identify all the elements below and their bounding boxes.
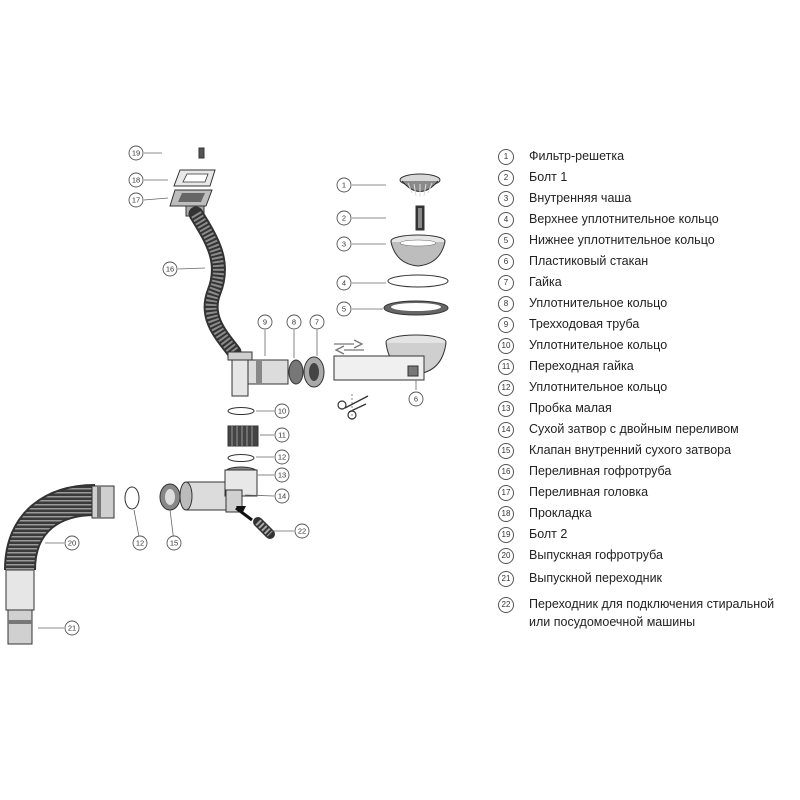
callout-18: 18 xyxy=(128,172,144,188)
strainer-bolt xyxy=(415,205,425,231)
svg-text:10: 10 xyxy=(278,407,286,416)
svg-text:11: 11 xyxy=(278,431,286,440)
dry-trap-body xyxy=(179,469,258,513)
svg-text:9: 9 xyxy=(263,318,267,327)
inner-bowl xyxy=(390,234,446,267)
callout-20: 20 xyxy=(64,535,80,551)
plastic-cup xyxy=(333,334,447,381)
overflow-corrugated-hose xyxy=(188,206,242,360)
three-way-pipe xyxy=(227,351,289,397)
svg-text:20: 20 xyxy=(68,539,76,548)
leader-lines xyxy=(38,152,417,629)
svg-text:12: 12 xyxy=(278,453,286,462)
callout-13: 13 xyxy=(274,467,290,483)
svg-text:13: 13 xyxy=(278,471,286,480)
callout-12-left: 12 xyxy=(132,535,148,551)
svg-text:19: 19 xyxy=(132,149,140,158)
svg-text:3: 3 xyxy=(342,240,346,249)
callout-15: 15 xyxy=(166,535,182,551)
callout-21: 21 xyxy=(64,620,80,636)
svg-text:8: 8 xyxy=(292,318,296,327)
callout-7: 7 xyxy=(309,314,325,330)
center-seal-ring-bottom xyxy=(227,454,255,462)
callout-2: 2 xyxy=(336,210,352,226)
callout-12-center: 12 xyxy=(274,449,290,465)
outlet-corrugated-hose xyxy=(4,484,115,571)
outlet-adapter xyxy=(5,569,35,645)
callout-4: 4 xyxy=(336,275,352,291)
callout-16: 16 xyxy=(162,261,178,277)
callout-9: 9 xyxy=(257,314,273,330)
overflow-bolt xyxy=(198,147,205,159)
svg-text:14: 14 xyxy=(278,492,286,501)
callout-3: 3 xyxy=(336,236,352,252)
svg-text:16: 16 xyxy=(166,265,174,274)
svg-text:7: 7 xyxy=(315,318,319,327)
adapter-nut xyxy=(227,425,259,447)
svg-text:18: 18 xyxy=(132,176,140,185)
overflow-gasket xyxy=(173,169,216,187)
pipe-nut xyxy=(303,356,325,388)
callout-8: 8 xyxy=(286,314,302,330)
svg-text:2: 2 xyxy=(342,214,346,223)
svg-text:21: 21 xyxy=(68,624,76,633)
upper-seal-ring xyxy=(387,274,449,288)
callout-11: 11 xyxy=(274,427,290,443)
svg-text:22: 22 xyxy=(298,527,306,536)
scissors-icon xyxy=(337,394,369,422)
pipe-seal-ring xyxy=(288,359,304,385)
svg-text:15: 15 xyxy=(170,539,178,548)
callout-6: 6 xyxy=(408,391,424,407)
svg-text:17: 17 xyxy=(132,196,140,205)
left-seal-ring xyxy=(124,486,140,510)
callout-14: 14 xyxy=(274,488,290,504)
callout-1: 1 xyxy=(336,177,352,193)
washing-machine-adapter xyxy=(235,506,275,539)
assembly-arrows xyxy=(334,339,364,355)
callout-22: 22 xyxy=(294,523,310,539)
svg-text:12: 12 xyxy=(136,539,144,548)
svg-text:5: 5 xyxy=(342,305,346,314)
inner-valve xyxy=(159,483,181,511)
callout-17: 17 xyxy=(128,192,144,208)
center-seal-ring-top xyxy=(227,407,255,415)
svg-text:4: 4 xyxy=(342,279,346,288)
svg-text:1: 1 xyxy=(342,181,346,190)
callout-5: 5 xyxy=(336,301,352,317)
svg-text:6: 6 xyxy=(414,395,418,404)
strainer-grid xyxy=(399,173,441,197)
callout-19: 19 xyxy=(128,145,144,161)
lower-seal-ring xyxy=(383,300,449,316)
callout-10: 10 xyxy=(274,403,290,419)
